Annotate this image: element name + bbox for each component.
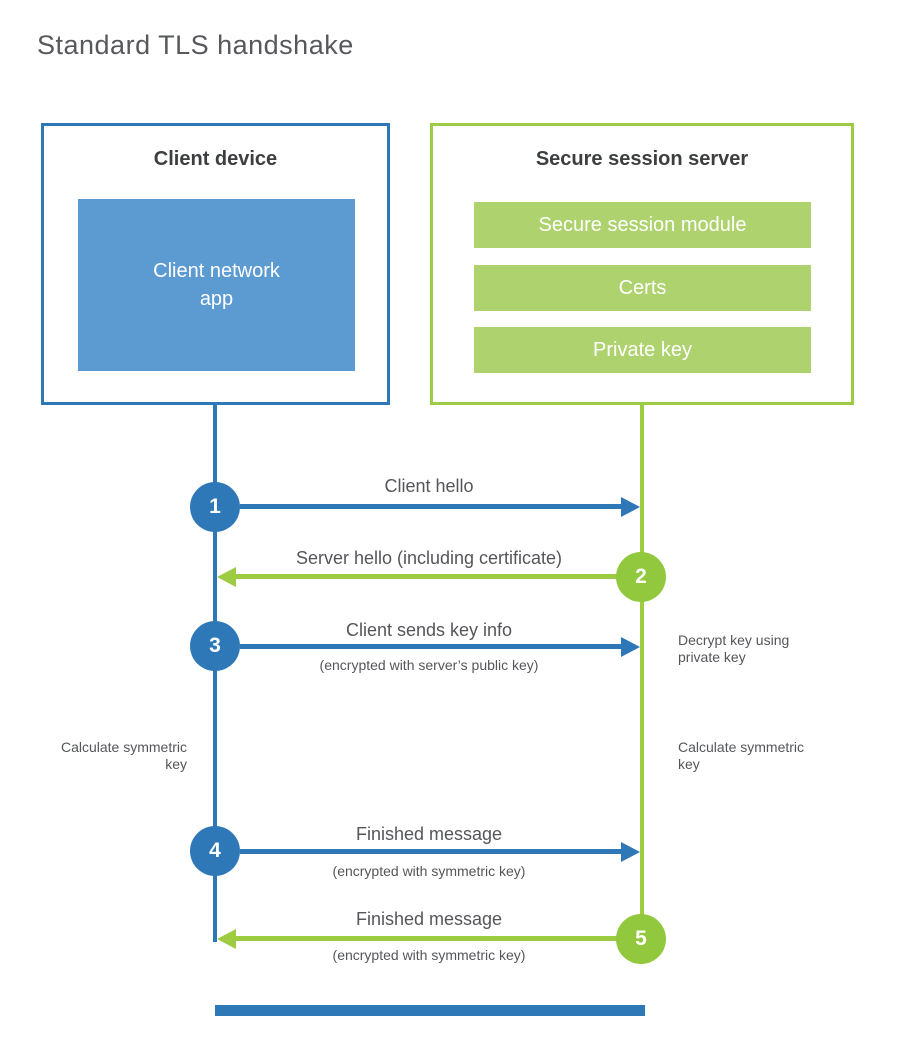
note-calculate-symmetric-key-right: Calculate symmetric key: [678, 739, 805, 772]
server-module-label: Secure session module: [538, 213, 747, 236]
step-3-number: 3: [209, 634, 221, 657]
server-module-secure-session: Secure session module: [474, 202, 811, 248]
secure-session-server-heading: Secure session server: [535, 148, 749, 170]
next-section-cropped-edge: [215, 1005, 645, 1016]
server-module-private-key: Private key: [474, 327, 811, 373]
page-title: Standard TLS handshake: [37, 30, 354, 60]
step-5-number: 5: [635, 927, 647, 950]
step-4-arrow-head: [621, 842, 640, 862]
client-device-heading: Client device: [153, 148, 278, 170]
step-3-circle: 3: [190, 621, 240, 671]
step-4-circle: 4: [190, 826, 240, 876]
step-5-sublabel: (encrypted with symmetric key): [332, 947, 526, 963]
step-1-label: Client hello: [384, 476, 474, 496]
step-3-arrow-line: [240, 644, 621, 649]
client-lifeline: [213, 405, 217, 942]
step-4-number: 4: [209, 839, 221, 862]
step-1-circle: 1: [190, 482, 240, 532]
step-2-label: Server hello (including certificate): [295, 548, 563, 568]
step-2-number: 2: [635, 565, 647, 588]
step-2-arrow-head: [217, 567, 236, 587]
secure-session-server-box: Secure session server Secure session mod…: [430, 123, 854, 405]
server-lifeline: [640, 405, 644, 942]
client-network-app-box: Client network app: [78, 199, 355, 371]
step-4-sublabel: (encrypted with symmetric key): [332, 863, 526, 879]
step-3-arrow-head: [621, 637, 640, 657]
note-decrypt-key: Decrypt key using private key: [678, 632, 790, 665]
step-4-label: Finished message: [355, 824, 503, 844]
step-1-arrow-line: [240, 504, 621, 509]
client-network-app-label: Client network app: [153, 260, 280, 310]
step-4-arrow-line: [240, 849, 621, 854]
step-5-label: Finished message: [355, 909, 503, 929]
step-5-arrow-line: [236, 936, 617, 941]
step-1-number: 1: [209, 495, 221, 518]
step-5-circle: 5: [616, 914, 666, 964]
step-2-arrow-line: [236, 574, 617, 579]
server-module-label: Private key: [593, 338, 692, 361]
step-2-circle: 2: [616, 552, 666, 602]
step-5-arrow-head: [217, 929, 236, 949]
step-3-label: Client sends key info: [345, 620, 513, 640]
server-module-certs: Certs: [474, 265, 811, 311]
step-1-arrow-head: [621, 497, 640, 517]
client-device-box: Client device Client network app: [41, 123, 390, 405]
step-3-sublabel: (encrypted with server’s public key): [319, 657, 539, 673]
server-module-label: Certs: [618, 276, 667, 299]
note-calculate-symmetric-key-left: Calculate symmetric key: [60, 739, 187, 772]
